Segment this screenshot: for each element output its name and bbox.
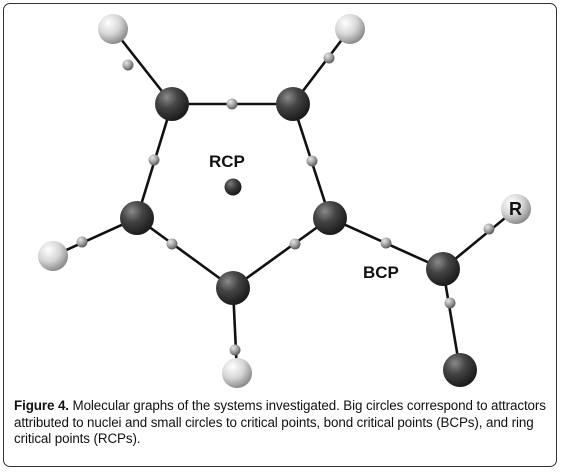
bond-critical-points <box>76 52 495 356</box>
bond-path-c3-c4 <box>231 216 332 290</box>
atom-h5 <box>38 241 68 271</box>
bond-path-c4-c5 <box>135 216 235 290</box>
atom-h4 <box>222 358 252 388</box>
atom-c6 <box>426 252 460 286</box>
bcp-c1-h1 <box>122 59 134 71</box>
bcp-c3-c4 <box>289 238 301 250</box>
bcp-c4-c5 <box>166 238 178 250</box>
bcp-c2-c3 <box>306 155 318 167</box>
atom-x <box>443 353 477 387</box>
atom-r <box>501 194 531 224</box>
ring-critical-point <box>224 178 242 196</box>
atom-c2 <box>276 87 310 121</box>
atom-c5 <box>120 201 154 235</box>
atom-c4 <box>216 271 250 305</box>
light-atom-attractors <box>38 14 531 388</box>
bcp-c1-c2 <box>226 98 238 110</box>
caption-figure-label: Figure 4. <box>14 398 69 413</box>
heavy-atom-attractors <box>120 87 477 387</box>
figure-frame <box>3 3 557 467</box>
atom-h1 <box>98 14 128 44</box>
bcp-c4-h4 <box>229 344 241 356</box>
bcp-c2-h2 <box>323 52 335 64</box>
label-bcp: BCP <box>363 263 399 282</box>
figure-caption: Figure 4. Molecular graphs of the system… <box>14 398 550 448</box>
atom-h2 <box>335 14 365 44</box>
bond-path-c6-x <box>441 267 462 372</box>
caption-text: Molecular graphs of the systems investig… <box>14 398 546 447</box>
bcp-c5-h5 <box>76 236 88 248</box>
bcp-c6-r <box>483 223 495 235</box>
label-rcp: RCP <box>209 152 245 171</box>
bond-paths <box>51 27 518 375</box>
bcp-c5-c1 <box>148 154 160 166</box>
atom-c3 <box>313 201 347 235</box>
bcp-c3-c6 <box>380 237 392 249</box>
bcp-c6-x <box>444 297 456 309</box>
atom-c1 <box>155 87 189 121</box>
label-substituent-r: R <box>509 199 522 219</box>
